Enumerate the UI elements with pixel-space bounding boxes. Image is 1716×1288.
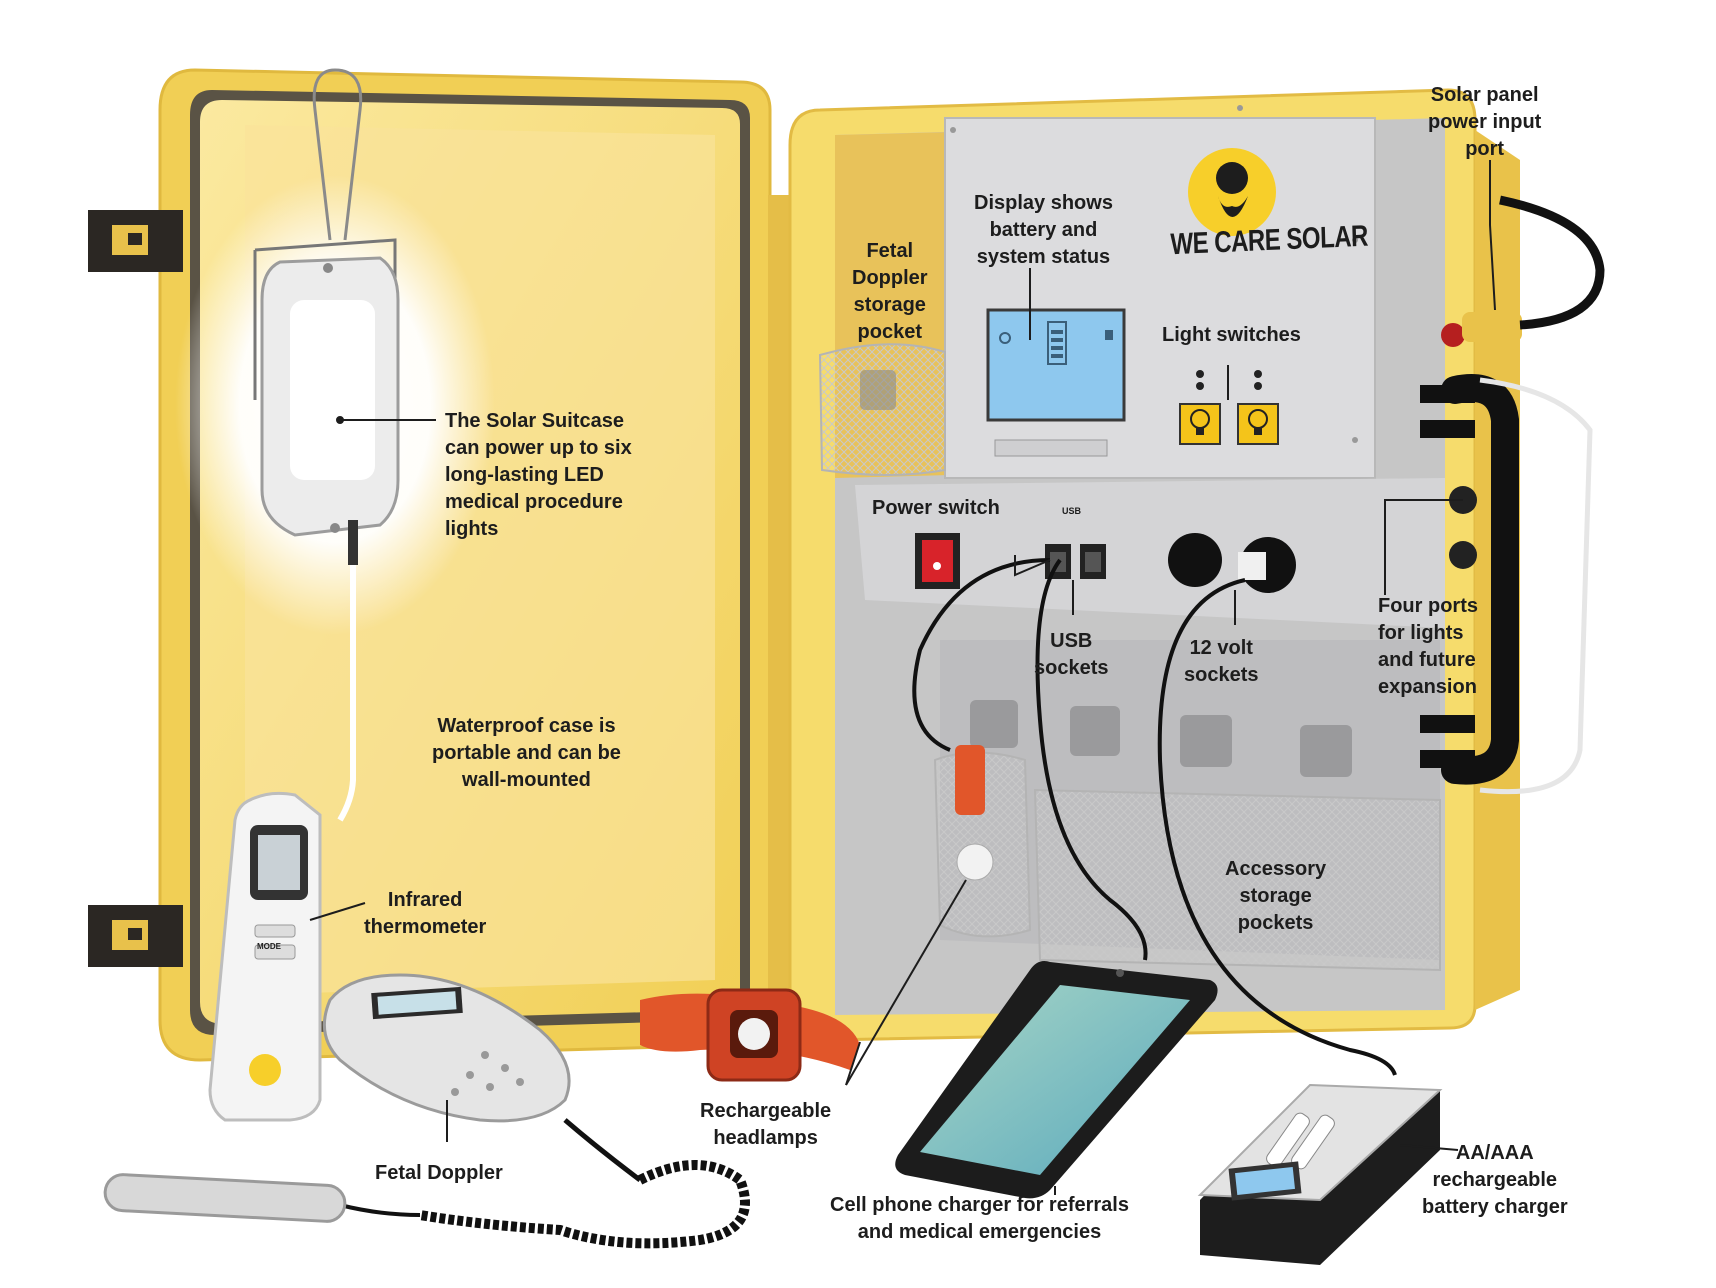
label-line: wall-mounted [462, 769, 591, 791]
fetal-doppler-pocket [818, 343, 946, 476]
label-line: sockets [1034, 657, 1109, 679]
label-line: and future [1378, 649, 1476, 671]
label-line: long-lasting LED [445, 464, 604, 486]
label-led-lights: The Solar Suitcase can power up to six l… [445, 408, 632, 543]
label-light-switches: Light switches [1162, 322, 1301, 349]
label-line: Power switch [872, 497, 1000, 519]
hinge-bottom [88, 905, 183, 967]
label-line: storage [1239, 885, 1312, 907]
label-line: Solar panel [1430, 84, 1539, 106]
label-rechargeable-headlamps: Rechargeable headlamps [700, 1098, 831, 1152]
label-fetal-doppler-pocket: Fetal Doppler storage pocket [852, 238, 928, 346]
label-line: expansion [1378, 676, 1477, 698]
we-care-solar-logo [1188, 148, 1276, 236]
label-line: pockets [1237, 912, 1314, 934]
headlamp [640, 988, 860, 1082]
label-line: Infrared [387, 889, 463, 911]
label-line: rechargeable [1432, 1169, 1558, 1191]
power-panel [855, 478, 1445, 628]
label-infrared-thermometer: Infrared thermometer [364, 887, 486, 941]
label-line: The Solar Suitcase [445, 410, 624, 432]
label-line: battery and [989, 219, 1098, 241]
label-four-ports: Four ports for lights and future expansi… [1378, 593, 1478, 701]
leader-lines [309, 160, 1496, 1195]
label-line: 12 volt [1189, 637, 1253, 659]
label-line: USB [1050, 630, 1093, 652]
label-accessory-pockets: Accessory storage pockets [1225, 856, 1326, 937]
accessory-pockets [933, 640, 1441, 972]
label-line: Light switches [1162, 324, 1301, 346]
thermometer-mode-text: MODE [257, 942, 281, 951]
label-line: Doppler [852, 267, 928, 289]
label-line: Four ports [1378, 595, 1478, 617]
label-line: power input [1428, 111, 1542, 133]
label-line: thermometer [364, 916, 487, 938]
label-solar-panel-port: Solar panel power input port [1428, 82, 1541, 163]
label-cell-phone-charger: Cell phone charger for referrals and med… [830, 1192, 1129, 1246]
label-line: pocket [857, 321, 923, 343]
hinge-top [88, 210, 183, 272]
label-line: Waterproof case is [437, 715, 616, 737]
label-line: Fetal [866, 240, 914, 262]
usb-symbol: USB [1062, 506, 1082, 516]
battery-charger [1197, 1083, 1443, 1265]
label-line: and medical emergencies [857, 1221, 1102, 1243]
center-hinge [768, 195, 790, 1015]
label-line: can power up to six [445, 437, 632, 459]
label-line: Cell phone charger for referrals [830, 1194, 1129, 1216]
label-display: Display shows battery and system status [974, 190, 1113, 271]
label-power-switch: Power switch [872, 495, 1000, 522]
label-fetal-doppler: Fetal Doppler [375, 1160, 503, 1187]
label-waterproof-case: Waterproof case is portable and can be w… [432, 713, 621, 794]
label-line: Rechargeable [700, 1100, 832, 1122]
cell-phone [895, 961, 1218, 1199]
status-display [986, 308, 1126, 457]
label-usb-sockets: USB sockets [1034, 628, 1109, 682]
label-battery-charger: AA/AAA rechargeable battery charger [1422, 1140, 1568, 1221]
label-12-volt-sockets: 12 volt sockets [1184, 635, 1259, 689]
label-line: Accessory [1225, 858, 1327, 880]
label-line: system status [976, 246, 1111, 268]
label-line: headlamps [713, 1127, 818, 1149]
fetal-doppler [103, 973, 750, 1249]
label-line: for lights [1378, 622, 1464, 644]
light-switches [1179, 370, 1279, 445]
infrared-thermometer [132, 791, 322, 1122]
label-line: port [1465, 138, 1505, 160]
label-line: sockets [1184, 664, 1259, 686]
label-line: Fetal Doppler [375, 1162, 503, 1184]
label-line: storage [853, 294, 926, 316]
label-line: Display shows [974, 192, 1113, 214]
led-light [175, 68, 495, 822]
control-panel [944, 105, 1376, 479]
label-line: medical procedure [445, 491, 623, 513]
label-line: battery charger [1422, 1196, 1568, 1218]
label-line: AA/AAA [1455, 1142, 1534, 1164]
cables [912, 558, 1397, 1076]
label-line: lights [445, 518, 499, 540]
label-line: portable and can be [432, 742, 621, 764]
